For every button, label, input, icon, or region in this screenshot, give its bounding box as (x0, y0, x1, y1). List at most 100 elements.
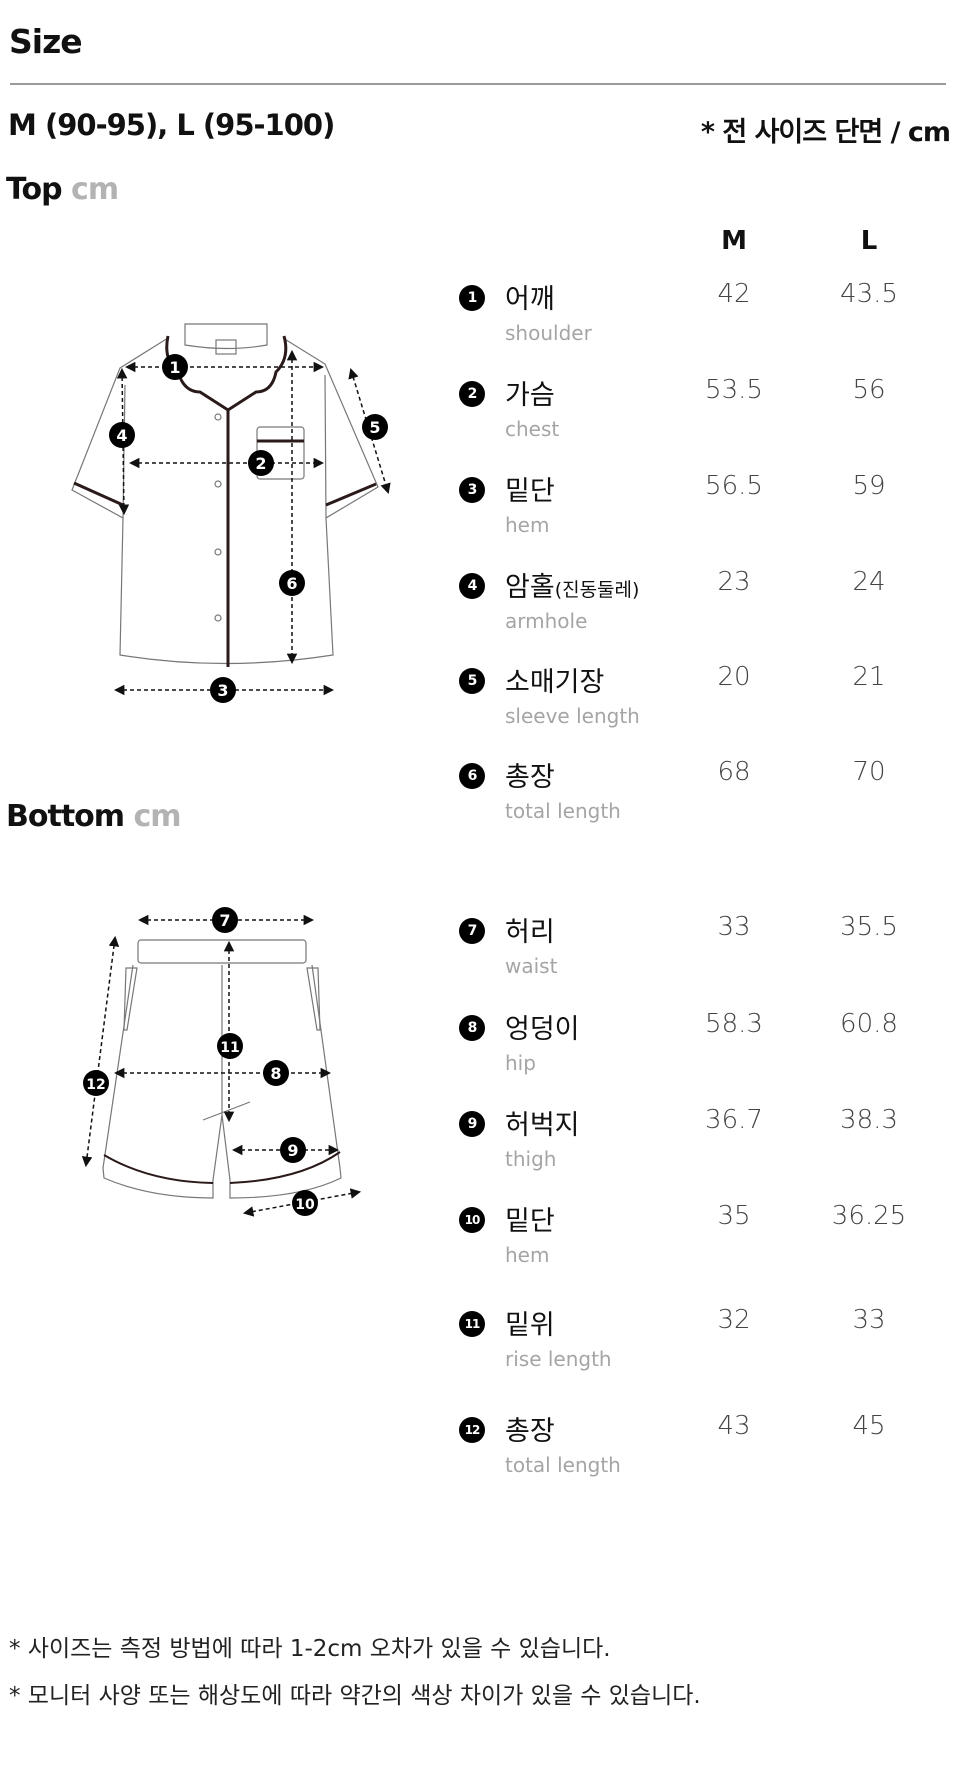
measurement-english: chest (505, 417, 560, 441)
number-badge: 6 (459, 763, 485, 789)
measurement-english: total length (505, 1453, 621, 1477)
measurement-english: rise length (505, 1347, 612, 1371)
measurement-name: 총장 (505, 1416, 555, 1447)
measurement-english: hip (505, 1051, 536, 1075)
value-l: 24 (852, 567, 886, 597)
number-badge: 7 (459, 918, 485, 944)
marker-2: 2 (255, 454, 266, 473)
measurement-english: hem (505, 1243, 550, 1267)
value-m: 36.7 (705, 1105, 763, 1135)
value-m: 68 (717, 757, 751, 787)
measurement-name: 허리 (505, 917, 555, 948)
value-m: 20 (717, 662, 751, 692)
divider (10, 83, 946, 85)
measurement-name: 암홀(진동둘레) (505, 572, 640, 603)
number-badge: 3 (459, 477, 485, 503)
shirt-diagram: 1 2 3 4 5 6 (71, 323, 391, 703)
value-l: 35.5 (840, 912, 898, 942)
measurement-english: total length (505, 799, 621, 823)
measurement-name: 어깨 (505, 284, 555, 315)
value-m: 33 (717, 912, 751, 942)
value-m: 56.5 (705, 471, 763, 501)
diagram-markers: 7 8 9 10 11 12 (83, 907, 318, 1216)
value-m: 35 (717, 1201, 751, 1231)
section-top-heading: Top cm (6, 172, 119, 207)
section-unit: cm (133, 799, 181, 834)
measurement-row: 6 총장 total length 68 70 (455, 757, 955, 851)
value-l: 38.3 (840, 1105, 898, 1135)
marker-5: 5 (369, 418, 380, 437)
column-header-m: M (721, 226, 747, 256)
number-badge: 10 (459, 1207, 485, 1233)
measurement-english: hem (505, 513, 550, 537)
value-m: 42 (717, 279, 751, 309)
marker-3: 3 (217, 681, 228, 700)
marker-10: 10 (295, 1197, 315, 1213)
marker-6: 6 (286, 574, 297, 593)
measurement-row: 7 허리 waist 33 35.5 (455, 912, 955, 1006)
unit-note: * 전 사이즈 단면 / cm (700, 117, 951, 148)
measurement-row: 8 엉덩이 hip 58.3 60.8 (455, 1009, 955, 1103)
column-header-l: L (860, 226, 878, 256)
marker-9: 9 (287, 1141, 298, 1160)
measurement-name: 밑단 (505, 1206, 555, 1237)
number-badge: 4 (459, 573, 485, 599)
section-label: Bottom (6, 799, 125, 834)
size-range: M (90-95), L (95-100) (8, 108, 335, 142)
value-l: 60.8 (840, 1009, 898, 1039)
value-m: 58.3 (705, 1009, 763, 1039)
measurement-row: 2 가슴 chest 53.5 56 (455, 375, 955, 469)
value-l: 33 (852, 1305, 886, 1335)
measurement-english: armhole (505, 609, 588, 633)
marker-12: 12 (86, 1077, 105, 1093)
marker-11: 11 (220, 1040, 239, 1056)
measurement-name: 엉덩이 (505, 1014, 580, 1045)
section-bottom-heading: Bottom cm (6, 799, 182, 834)
value-l: 21 (852, 662, 886, 692)
section-unit: cm (71, 172, 119, 207)
footer-note: * 모니터 사양 또는 해상도에 따라 약간의 색상 차이가 있을 수 있습니다… (9, 1683, 701, 1709)
measurement-english: thigh (505, 1147, 557, 1171)
footer-note: * 사이즈는 측정 방법에 따라 1-2cm 오차가 있을 수 있습니다. (9, 1636, 611, 1662)
measurement-row: 9 허벅지 thigh 36.7 38.3 (455, 1105, 955, 1199)
measurement-row: 3 밑단 hem 56.5 59 (455, 471, 955, 565)
value-m: 32 (717, 1305, 751, 1335)
section-label: Top (6, 172, 63, 207)
value-l: 36.25 (831, 1201, 907, 1231)
measurement-name: 밑위 (505, 1310, 555, 1341)
measurement-name: 총장 (505, 762, 555, 793)
marker-4: 4 (116, 426, 127, 445)
number-badge: 9 (459, 1111, 485, 1137)
measurement-english: sleeve length (505, 704, 640, 728)
measurement-row: 4 암홀(진동둘레) armhole 23 24 (455, 567, 955, 661)
value-l: 43.5 (840, 279, 898, 309)
measurement-name: 허벅지 (505, 1110, 580, 1141)
measurement-row: 10 밑단 hem 35 36.25 (455, 1201, 955, 1295)
marker-7: 7 (219, 911, 230, 930)
value-l: 45 (852, 1411, 886, 1441)
measurement-name: 가슴 (505, 380, 555, 411)
measurement-name: 소매기장 (505, 667, 605, 698)
diagram-markers: 1 2 3 4 5 6 (109, 354, 388, 703)
number-badge: 2 (459, 381, 485, 407)
number-badge: 1 (459, 285, 485, 311)
marker-1: 1 (169, 358, 180, 377)
measurement-row: 12 총장 total length 43 45 (455, 1411, 955, 1505)
number-badge: 12 (459, 1417, 485, 1443)
value-m: 43 (717, 1411, 751, 1441)
marker-8: 8 (270, 1064, 281, 1083)
value-l: 70 (852, 757, 886, 787)
value-l: 56 (852, 375, 886, 405)
measurement-name: 밑단 (505, 476, 555, 507)
shorts-diagram: 7 8 9 10 11 12 (81, 907, 362, 1217)
value-l: 59 (852, 471, 886, 501)
value-m: 53.5 (705, 375, 763, 405)
number-badge: 8 (459, 1015, 485, 1041)
measurement-english: waist (505, 954, 558, 978)
value-m: 23 (717, 567, 751, 597)
measurement-english: shoulder (505, 321, 592, 345)
page-title: Size (9, 22, 83, 61)
measurement-row: 1 어깨 shoulder 42 43.5 (455, 279, 955, 373)
